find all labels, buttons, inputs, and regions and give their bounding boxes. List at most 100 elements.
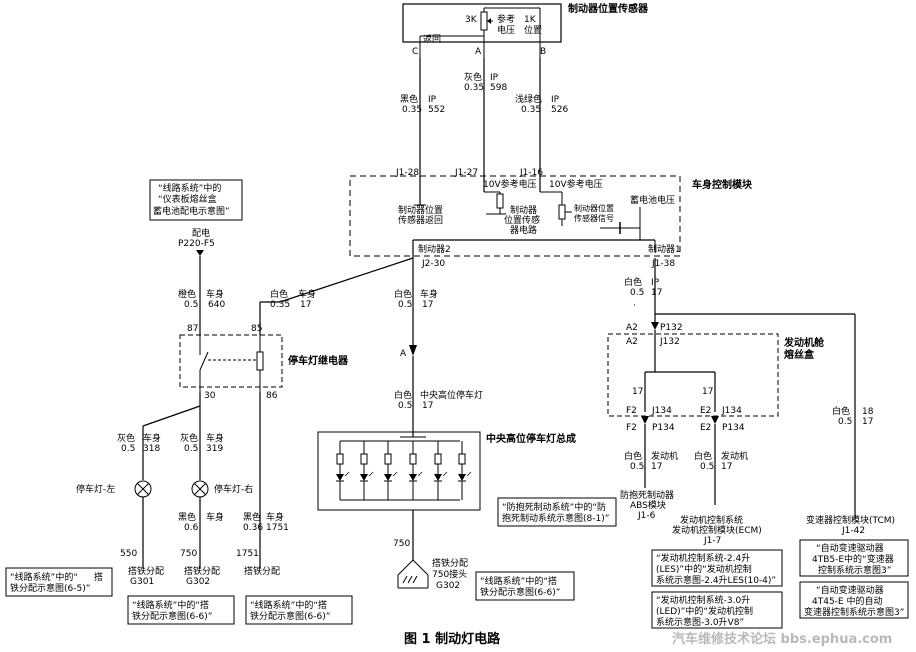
svg-text:F2: F2 [626,423,637,433]
pin-a: A [475,47,482,57]
brake2-label: 制动器2 [418,243,451,255]
sensor-wires: 黑色 0.35 IP 552 灰色 0.35 IP 598 浅绿色 0.35 I… [400,58,568,205]
svg-text:0.5: 0.5 [184,300,198,310]
svg-text:传感器信号: 传感器信号 [574,213,614,223]
watermark: 汽车维修技术论坛 bbs.ephua.com [672,631,892,647]
svg-text:640: 640 [208,300,225,310]
svg-text:发动机: 发动机 [651,450,678,462]
brake1-label: 制动器1 [648,243,681,255]
svg-text:17: 17 [632,387,643,397]
svg-text:17: 17 [422,401,433,411]
svg-text:灰色: 灰色 [117,432,135,444]
brake-sensor-title: 制动器位置传感器 [568,2,649,15]
connector-e2-icon [711,416,719,424]
svg-text:“线路系统”中的“: “线路系统”中的“ [10,571,78,583]
abs-module-label: 防抱死制动器 [620,489,674,501]
svg-text:白色: 白色 [394,288,412,300]
pin-b: B [540,47,546,57]
svg-text:J134: J134 [721,406,742,416]
svg-text:0.35: 0.35 [402,105,422,115]
led-icon [409,474,417,481]
svg-text:中央高位停车灯: 中央高位停车灯 [420,389,483,401]
svg-text:17: 17 [651,462,662,472]
svg-text:0.5: 0.5 [630,462,644,472]
svg-text:A2: A2 [626,337,638,347]
relay-title: 停车灯继电器 [288,354,349,367]
svg-text:橙色: 橙色 [178,288,196,300]
svg-text:器电路: 器电路 [510,224,537,236]
svg-text:搭铁分配: 搭铁分配 [128,565,164,577]
bcm-title: 车身控制模块 [692,178,753,191]
svg-text:1751: 1751 [266,523,289,533]
svg-text:发动机控制模块(ECM): 发动机控制模块(ECM) [672,524,762,536]
wire-bcm-to-relay: 白色 0.35 车身 17 [259,257,414,335]
svg-text:F2: F2 [626,406,637,416]
svg-text:0.5: 0.5 [398,300,412,310]
svg-text:“线路系统”中的“搭: “线路系统”中的“搭 [250,599,327,611]
svg-text:17: 17 [651,288,662,298]
svg-text:750: 750 [180,549,197,559]
ref-10v-b: 10V参考电压 [549,178,603,190]
svg-text:铁分配示意图(6-6)”: 铁分配示意图(6-6)” [132,610,212,622]
svg-text:熔丝盒: 熔丝盒 [784,348,815,361]
module-notes: “发动机控制系统-2.4升 (LES)”中的“发动机控制 系统示意图-2.4升L… [651,539,909,629]
ref-voltage-label: 参考 [497,13,515,25]
svg-text:526: 526 [551,105,568,115]
svg-text:550: 550 [120,549,137,559]
pin-86: 86 [266,391,278,401]
svg-text:18: 18 [862,407,874,417]
chmsl-ground-pin: 750 [393,539,410,549]
svg-text:白色: 白色 [832,405,850,417]
ground-mid-label: 搭铁分配 [244,565,280,577]
tcm-module-label: 变速器控制模块(TCM) [806,514,895,526]
pin-j2-30: J2-30 [421,259,445,269]
svg-text:E2: E2 [700,423,711,433]
svg-text:白色: 白色 [624,450,642,462]
ecm-module-label: 发动机控制系统 [680,514,743,526]
svg-text:17: 17 [702,387,713,397]
left-lamp-label: 停车灯-左 [76,483,115,495]
svg-text:“线路系统”中的: “线路系统”中的 [158,182,221,194]
pin-87: 87 [187,324,198,334]
svg-text:750接头: 750接头 [432,568,467,580]
svg-text:“发动机控制系统-2.4升: “发动机控制系统-2.4升 [656,552,750,564]
svg-text:黑色: 黑色 [400,93,418,105]
svg-text:0.6: 0.6 [184,523,199,533]
svg-text:白色: 白色 [694,450,712,462]
svg-text:车身: 车身 [298,288,316,300]
svg-text:318: 318 [143,444,160,454]
svg-text:“防抱死制动系统”中的“防: “防抱死制动系统”中的“防 [502,501,606,513]
center-wire: 白色 0.5 车身 17 A 白色 0.5 中央高位停车灯 17 [394,258,483,437]
led-icon [360,474,368,481]
svg-text:发动机: 发动机 [721,450,748,462]
svg-text:(LES)”中的“发动机控制: (LES)”中的“发动机控制 [656,563,752,575]
resistor-icon [434,453,442,465]
svg-text:4TB5-E中的“变速器: 4TB5-E中的“变速器 [812,553,894,565]
resistor-3k-label: 3K [465,15,478,25]
svg-text:搭铁分配: 搭铁分配 [184,565,220,577]
svg-text:“线路系统”中的“搭: “线路系统”中的“搭 [480,575,557,587]
resistor-3k [480,11,488,31]
svg-text:17: 17 [862,417,873,427]
svg-text:搭铁分配: 搭铁分配 [432,557,468,569]
svg-text:IP: IP [551,95,560,105]
resistor-icon [458,453,466,465]
right-branch: 白色 0.5 IP 17 · A2 P132 A2 J132 发动机舱 熔丝盒 … [607,258,874,520]
svg-text:J1-6: J1-6 [637,511,656,521]
svg-text:0.5: 0.5 [121,444,135,454]
svg-text:“自动变速驱动器: “自动变速驱动器 [816,584,884,596]
body-control-module: 车身控制模块 J1-28 J1-27 J1-16 制动器位置 传感器返回 10V… [349,168,753,269]
power-label: 配电 [192,227,210,239]
svg-text:制动器: 制动器 [510,204,537,216]
svg-text:黑色: 黑色 [243,511,261,523]
battery-voltage: 蓄电池电压 [630,194,675,206]
svg-text:灰色: 灰色 [180,432,198,444]
ref-10v-a: 10V参考电压 [483,178,537,190]
svg-text:车身: 车身 [420,288,438,300]
svg-text:G302: G302 [186,577,210,587]
svg-text:控制系统示意图3”: 控制系统示意图3” [818,564,891,576]
svg-text:0.36: 0.36 [243,523,263,533]
svg-text:0.35: 0.35 [464,83,484,93]
pin-j1-28: J1-28 [395,168,419,178]
